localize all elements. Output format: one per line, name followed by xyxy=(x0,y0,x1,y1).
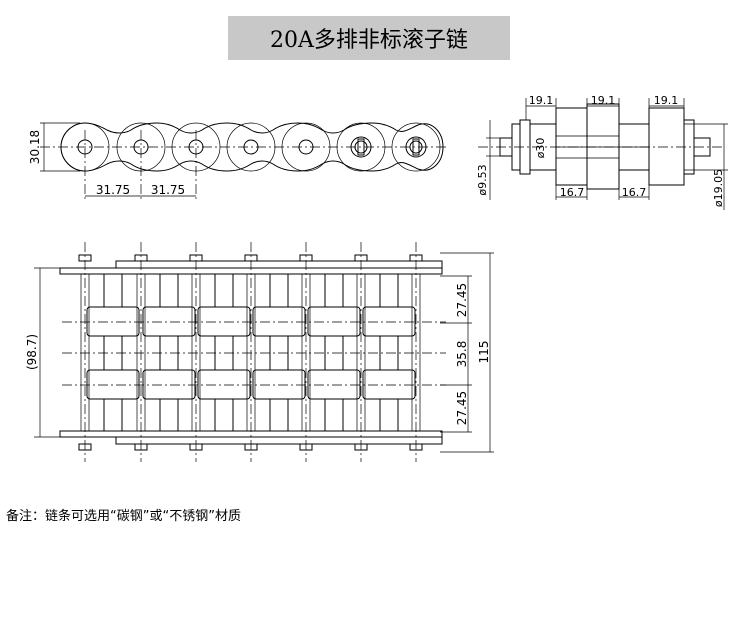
plan-view-pin-head xyxy=(354,254,368,262)
dim-center-spacing: 35.8 xyxy=(455,341,469,368)
plan-view-outer-plate xyxy=(115,260,443,269)
dim-pin-diameter: ø9.53 xyxy=(476,164,489,195)
dim-plate-height: 30.18 xyxy=(28,130,42,164)
dim-roller-width-1: 19.1 xyxy=(529,94,554,107)
plan-view-roller xyxy=(307,306,361,337)
end-view-roller xyxy=(648,107,685,186)
plan-view-pin-head xyxy=(78,443,92,451)
plan-view-pin-head xyxy=(409,254,423,262)
plan-view-roller xyxy=(362,369,416,400)
plan-view-roller xyxy=(307,369,361,400)
page-title: 20A多排非标滚子链 xyxy=(270,28,468,53)
title-banner: 20A多排非标滚子链 xyxy=(228,16,510,60)
end-view-plate-pair xyxy=(586,103,620,190)
plan-view-pin-head xyxy=(244,443,258,451)
dim-roller-width-2: 19.1 xyxy=(591,94,616,107)
side-view: 30.18 31.75 31.75 xyxy=(28,122,448,200)
plan-view-outer-plate xyxy=(115,436,443,445)
plan-view-bushing xyxy=(324,398,344,432)
plan-view-roller xyxy=(86,369,140,400)
plan-view-dimensions: (98.7) 27.45 35.8 27.45 115 xyxy=(25,252,494,453)
dim-pitch-2: 31.75 xyxy=(151,183,185,197)
plan-view-pin-head xyxy=(354,443,368,451)
plan-view-roller xyxy=(142,306,196,337)
plan-view-pin-head xyxy=(299,443,313,451)
dim-inner-width-1: 16.7 xyxy=(560,186,585,199)
plan-view-pin-head xyxy=(189,254,203,262)
plan-view-roller xyxy=(142,369,196,400)
plan-view-bushing xyxy=(214,398,234,432)
plan-view-roller xyxy=(197,369,251,400)
plan-view-bushing xyxy=(379,273,399,308)
end-view-pin-end xyxy=(693,137,711,157)
plan-view-pin-head xyxy=(244,254,258,262)
plan-view-roller xyxy=(252,306,306,337)
dim-roller-diameter: ø30 xyxy=(534,138,547,159)
dim-overall-length: 115 xyxy=(477,341,491,364)
dim-roller-diameter-2: ø19.05 xyxy=(712,169,725,207)
end-view: 19.1 19.1 19.1 16.7 16.7 ø9.53 ø30 ø19.0… xyxy=(476,94,728,210)
plan-view-bushing xyxy=(379,398,399,432)
plan-view-pin-head xyxy=(134,443,148,451)
plan-view-bushing xyxy=(269,398,289,432)
plan-view-bushing xyxy=(324,273,344,308)
dim-inner-width-2: 16.7 xyxy=(622,186,647,199)
dim-overall-inner: (98.7) xyxy=(25,334,39,370)
plan-view-pin-head xyxy=(299,254,313,262)
plan-view-bushing xyxy=(103,398,123,432)
plan-view-bushing xyxy=(159,398,179,432)
plan-view-pin-head xyxy=(409,443,423,451)
dim-roller-width-3: 19.1 xyxy=(654,94,679,107)
dim-strand-pitch-2: 27.45 xyxy=(455,391,469,425)
plan-view-bushing xyxy=(269,273,289,308)
material-note: 备注：链条可选用“碳钢”或“不锈钢”材质 xyxy=(6,509,241,524)
plan-view-pin-head xyxy=(189,443,203,451)
dim-strand-pitch-1: 27.45 xyxy=(455,283,469,317)
end-view-roller xyxy=(555,107,588,186)
dim-pitch-1: 31.75 xyxy=(96,183,130,197)
plan-view-roller xyxy=(252,369,306,400)
plan-view xyxy=(59,242,446,462)
plan-view-pin-head xyxy=(78,254,92,262)
plan-view-bushing xyxy=(214,273,234,308)
plan-view-bushing xyxy=(103,273,123,308)
plan-view-bushing xyxy=(159,273,179,308)
plan-view-roller xyxy=(86,306,140,337)
plan-view-pin-head xyxy=(134,254,148,262)
plan-view-roller xyxy=(362,306,416,337)
plan-view-roller xyxy=(197,306,251,337)
